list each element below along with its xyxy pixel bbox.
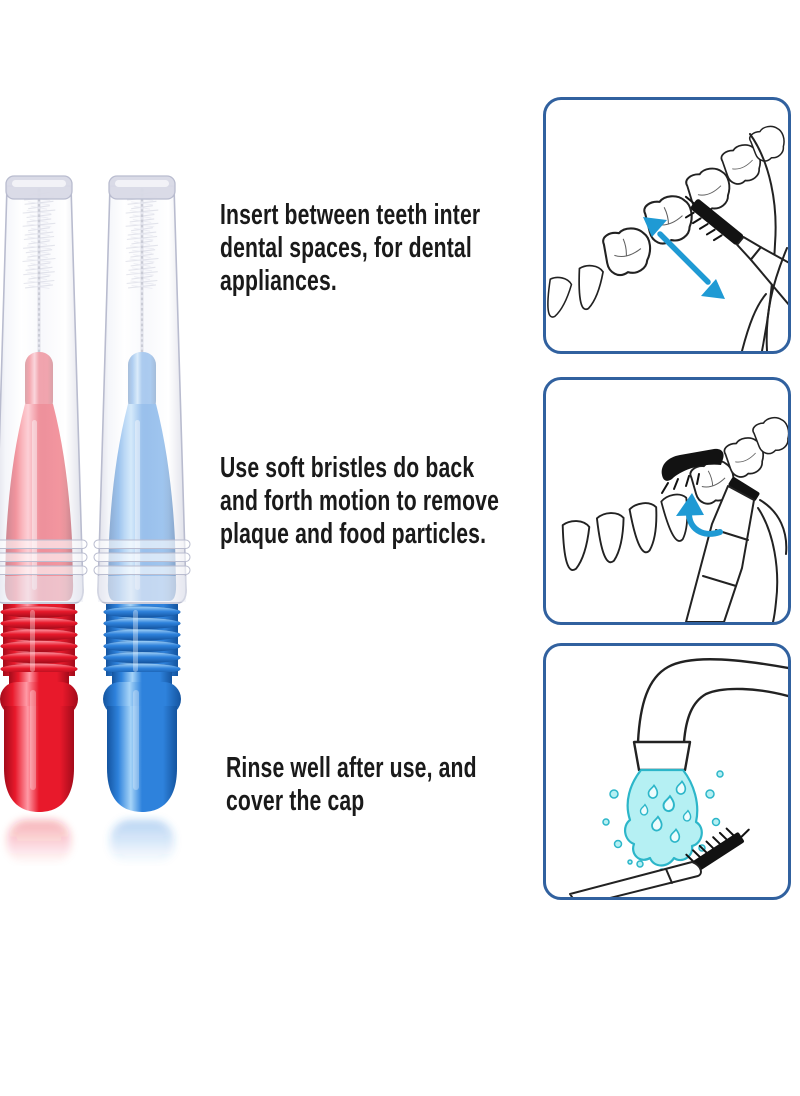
panel-insert-illustration	[543, 97, 791, 354]
teeth-illustration	[561, 416, 788, 571]
back-and-forth-illustration	[561, 416, 788, 622]
curved-arrow-icon	[676, 493, 723, 537]
instruction-motion-text: Use soft bristles do back and forth moti…	[220, 452, 500, 550]
interdental-brush-illustration	[684, 195, 788, 326]
handle-outline	[569, 861, 702, 897]
instruction-insert-text: Insert between teeth inter dental spaces…	[220, 199, 481, 297]
panel-rinse-illustration	[543, 643, 791, 900]
thumb-outline	[757, 507, 779, 622]
faucet-illustration	[632, 658, 788, 772]
hand-outline	[741, 247, 788, 351]
panel-motion-illustration	[543, 377, 791, 625]
handle-outline	[685, 485, 755, 622]
red-interdental-brush	[0, 175, 88, 864]
reflection	[7, 820, 71, 864]
interdental-brush-illustration	[569, 827, 750, 897]
insert-between-teeth-illustration	[547, 125, 788, 351]
instruction-rinse-text: Rinse well after use, and cover the cap	[226, 752, 477, 817]
reflection	[110, 820, 174, 864]
brush-product-photo	[0, 175, 191, 864]
teeth-illustration	[547, 125, 785, 351]
double-arrow-icon	[643, 217, 725, 299]
rinse-illustration	[569, 658, 788, 897]
jaw-outline	[759, 499, 788, 555]
blue-interdental-brush	[93, 175, 191, 864]
